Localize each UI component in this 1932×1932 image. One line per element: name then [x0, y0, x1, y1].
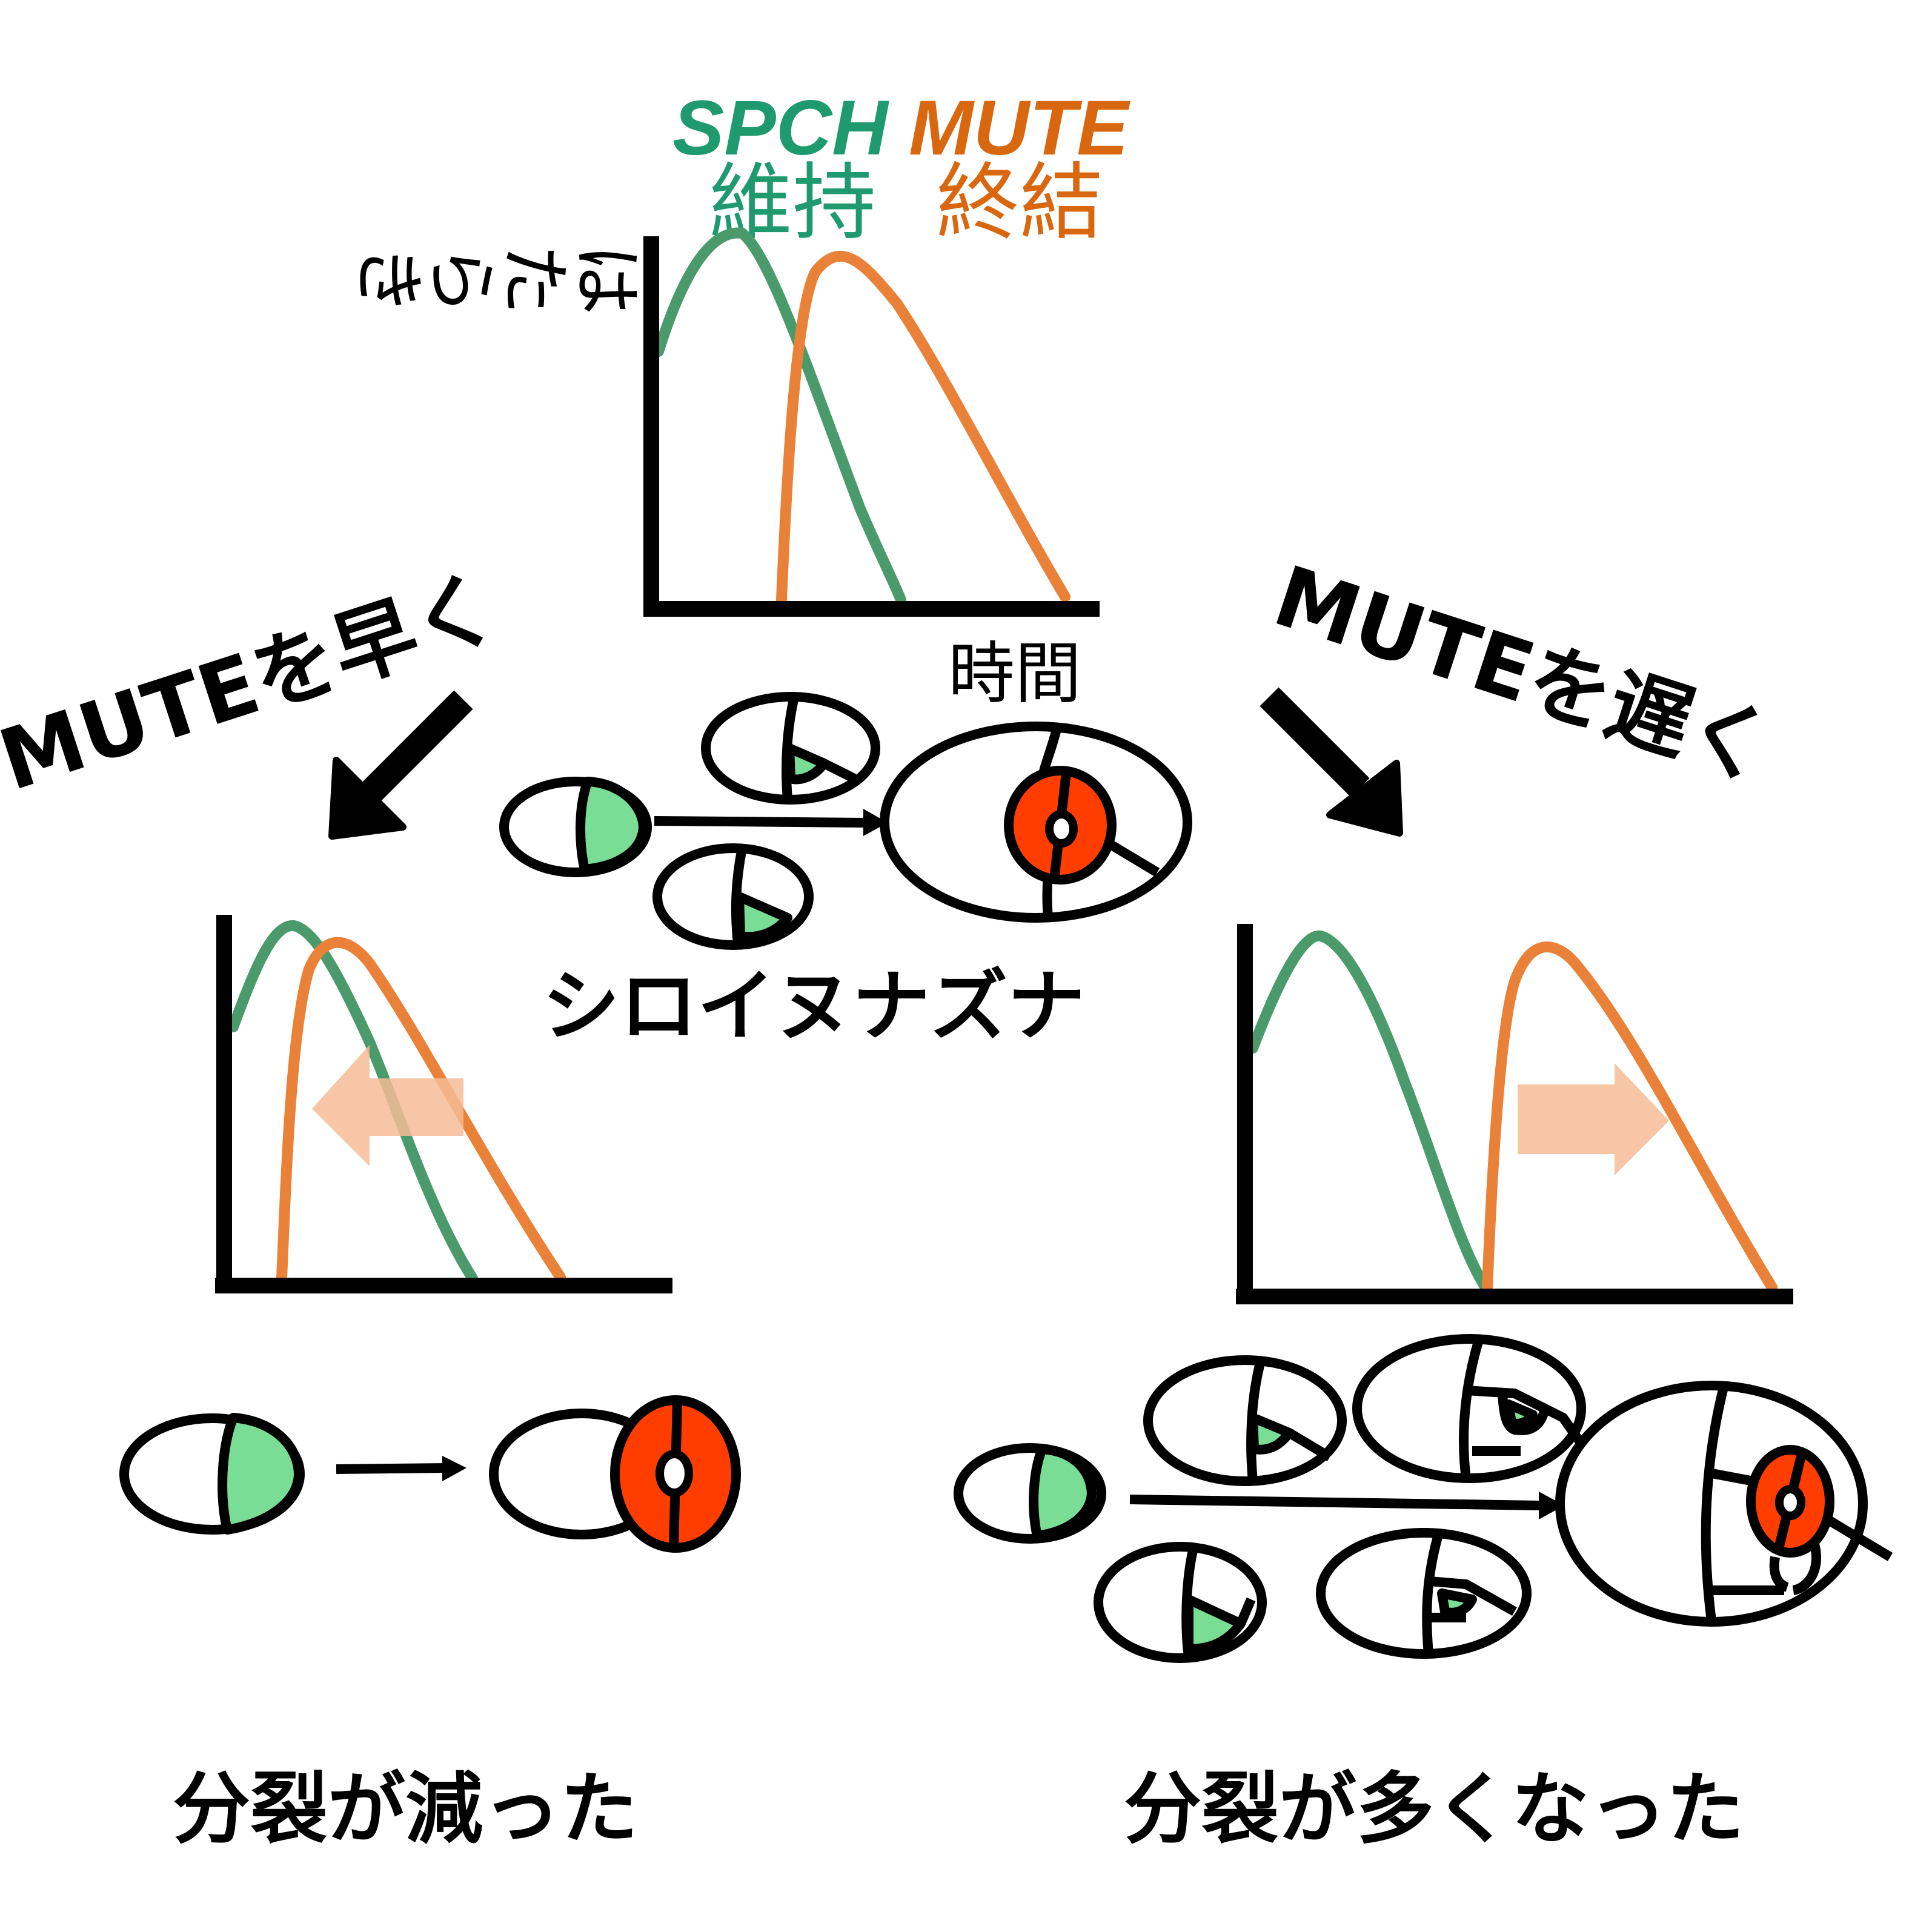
early-mute-result: 分裂が減った: [173, 1764, 638, 1854]
y-axis-label: はたらき: [354, 231, 645, 315]
early-mute-label: MUTEを早く: [0, 557, 509, 809]
late-mute-cell-sequence: [954, 1334, 1893, 1663]
mute-curve-late: [1482, 941, 1778, 1293]
meristemoid: [217, 1413, 304, 1535]
shift-left-arrow: [312, 1045, 463, 1166]
mute-gene-label: MUTE: [909, 85, 1130, 171]
late-mute-chart: [1236, 924, 1793, 1304]
pavement-cell: [1555, 1381, 1868, 1627]
late-mute-arrow: [1260, 687, 1403, 837]
early-mute-arrow: [328, 690, 473, 840]
late-mute-result: 分裂が多くなった: [1124, 1764, 1744, 1854]
meristemoid: [1029, 1444, 1097, 1541]
mute-curve-early: [276, 937, 566, 1284]
meristemoid: [576, 777, 648, 874]
small-meristemoid: [734, 892, 792, 942]
main-chart: はたらき 時間: [354, 227, 1100, 712]
small-meristemoid: [1184, 1595, 1246, 1654]
early-mute-chart: [215, 915, 672, 1293]
stomatal-pore: [1045, 810, 1078, 848]
spch-curve-late: [1247, 930, 1491, 1293]
small-meristemoid: [1248, 1413, 1294, 1455]
mute-role-label: 終結: [936, 154, 1103, 251]
small-meristemoid: [1437, 1588, 1477, 1618]
wildtype-cell-sequence: [499, 692, 1192, 950]
stomatal-pore: [656, 1450, 693, 1497]
spch-gene-label: SPCH: [672, 85, 889, 171]
stomatal-pore: [1775, 1485, 1805, 1520]
x-axis-label: 時間: [948, 635, 1081, 712]
shift-right-arrow: [1518, 1063, 1669, 1175]
species-label: シロイヌナズナ: [542, 961, 1085, 1052]
spch-curve: [653, 227, 906, 605]
small-meristemoid: [1504, 1399, 1538, 1429]
mute-curve: [776, 250, 1071, 605]
small-meristemoid: [785, 743, 829, 785]
spch-curve-early: [228, 920, 478, 1284]
early-mute-cell-sequence: [119, 1395, 741, 1553]
